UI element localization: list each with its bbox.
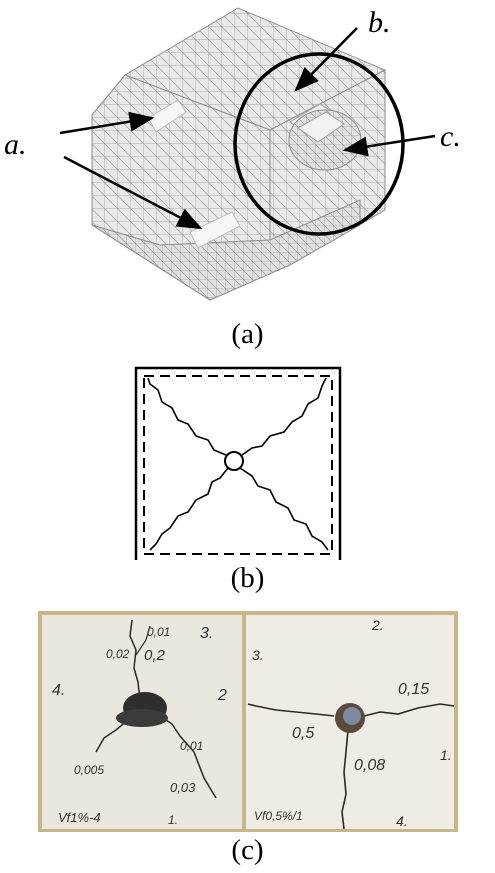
caption-b: (b) (230, 562, 265, 594)
left-annotation-10: Vf1%-4 (58, 810, 101, 825)
right-crack-right (363, 703, 455, 717)
left-annotation-9: 0,03 (170, 780, 196, 795)
loading-point (224, 451, 244, 471)
anchor-bolt-front (297, 111, 345, 143)
right-crack-left (247, 703, 335, 717)
left-anchor-damage-edge (116, 709, 168, 727)
left-crack-down-right (159, 715, 217, 799)
panel-c-photos: 0,01 0,02 0,2 3. 4. 2 0,01 0,005 0,03 Vf… (38, 611, 458, 832)
left-crack-up-branch (135, 625, 151, 656)
right-anchor-bolt-head (343, 707, 361, 725)
left-annotation-11: 1. (168, 813, 178, 827)
crack-line-top-left (147, 377, 227, 456)
right-annotation-6: 1. (440, 747, 452, 763)
caption-a: (a) (231, 318, 264, 350)
right-annotation-7: Vf0,5%/1 (254, 809, 303, 823)
left-annotation-3: 0,2 (144, 647, 166, 664)
crack-line-bottom-right (239, 467, 329, 551)
label-b: b. (368, 6, 391, 39)
left-annotation-2: 0,02 (106, 647, 130, 661)
right-annotation-2: 3. (252, 647, 264, 663)
highlight-circle (233, 52, 405, 236)
left-annotation-5: 4. (52, 682, 65, 699)
arrow-c (342, 134, 436, 157)
crack-line-top-right (241, 377, 327, 456)
left-annotation-1: 0,01 (147, 625, 170, 639)
support-dashed-line (143, 375, 333, 555)
arrow-a-lower (63, 155, 203, 230)
left-crack-down-left (95, 719, 129, 753)
right-crack-down (341, 729, 349, 830)
label-a: a. (4, 128, 27, 161)
right-annotation-1: 2. (371, 617, 384, 633)
crack-line-bottom-left (149, 467, 229, 551)
arrow-a-upper (59, 111, 155, 135)
right-annotation-8: 4. (396, 813, 408, 829)
left-crack-up (129, 619, 141, 701)
caption-c: (c) (231, 834, 264, 866)
right-annotation-3: 0,15 (398, 681, 429, 698)
label-c: c. (440, 120, 461, 153)
left-annotation-6: 2 (217, 687, 227, 704)
right-annotation-4: 0,5 (292, 725, 314, 742)
left-annotation-7: 0,01 (180, 739, 203, 753)
left-annotation-8: 0,005 (74, 763, 104, 777)
panel-a-mesh-figure (59, 7, 436, 301)
left-annotation-4: 3. (200, 625, 213, 642)
panel-b-crack-sketch (134, 366, 342, 560)
bearing-plate-lower (189, 211, 241, 249)
mesh-bottom-face (91, 199, 361, 301)
arrow-b (294, 27, 358, 92)
right-annotation-5: 0,08 (354, 757, 385, 774)
